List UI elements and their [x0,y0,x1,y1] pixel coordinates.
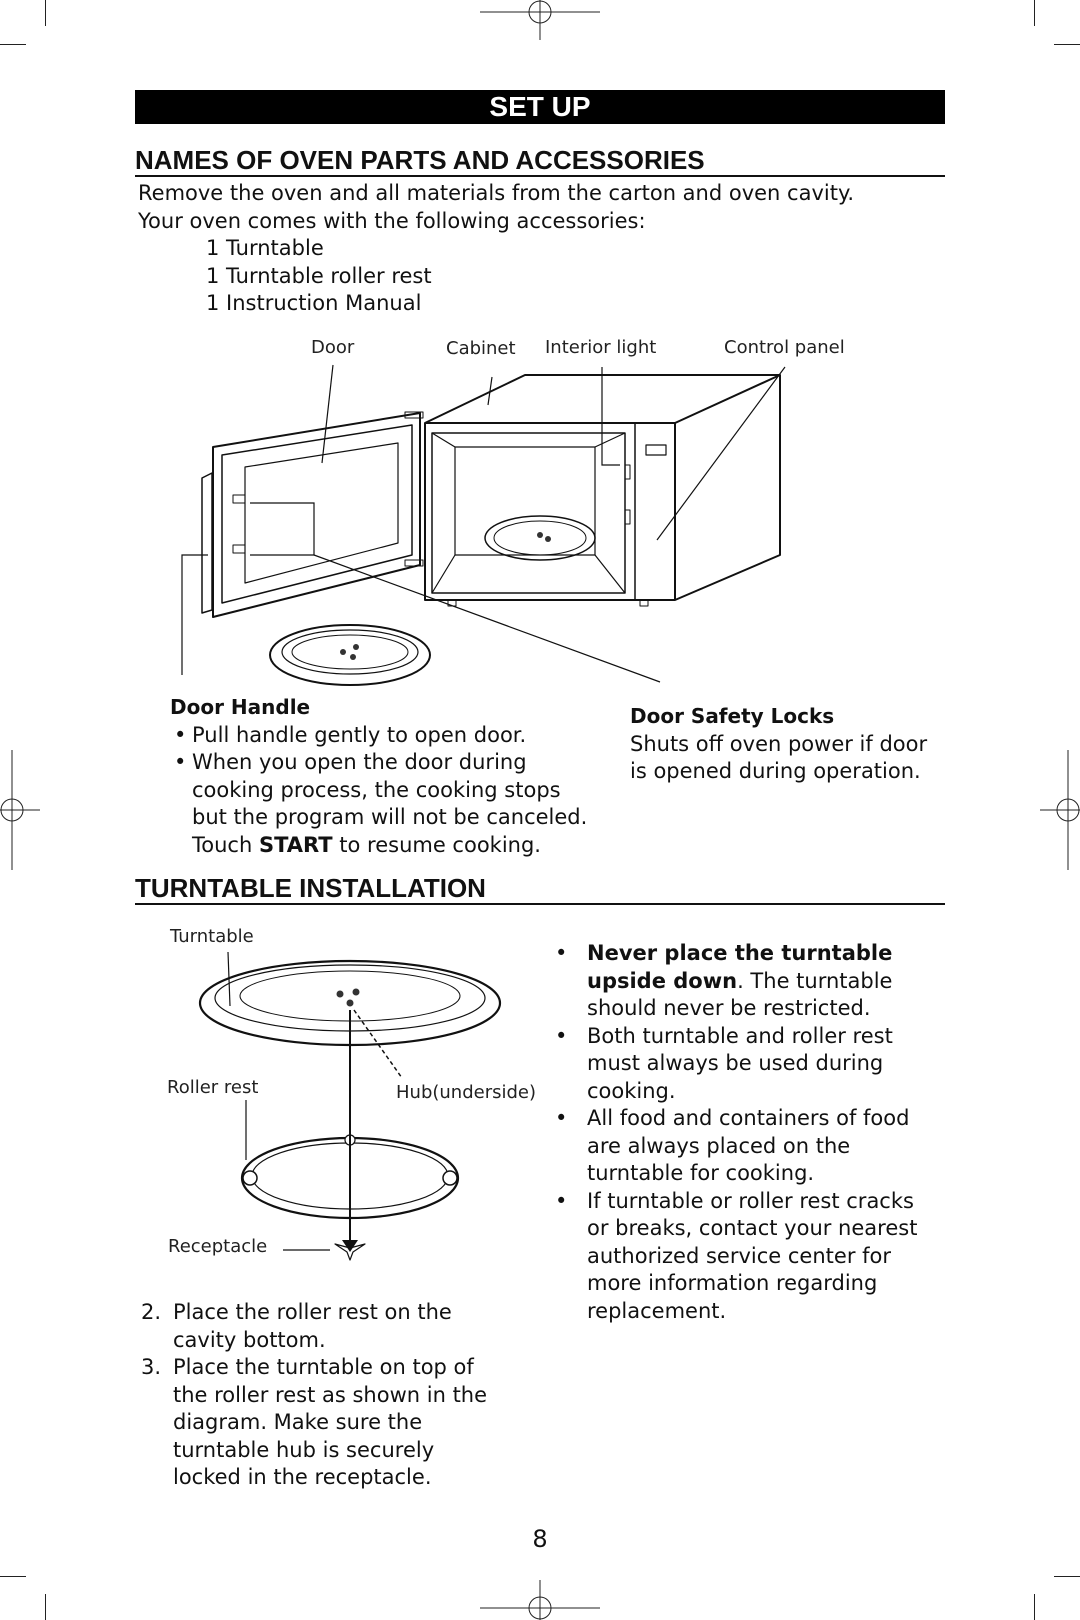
intro-text: Remove the oven and all materials from t… [138,180,958,318]
door-handle-list: Pull handle gently to open door. When yo… [170,722,610,860]
label-receptacle: Receptacle [168,1236,268,1257]
bullet-text: Both turntable and roller rest [587,1023,893,1048]
door-safety-title: Door Safety Locks [630,704,835,728]
label-roller-rest: Roller rest [167,1077,259,1098]
label-control-panel: Control panel [724,337,845,358]
step-text: Place the turntable on top of [173,1355,474,1379]
door-handle-title: Door Handle [170,695,311,719]
registration-mark-right [1040,750,1080,870]
bullet-text: If turntable or roller rest cracks [587,1188,914,1213]
list-item: If turntable or roller rest cracks or br… [553,1188,953,1326]
label-turntable: Turntable [170,926,254,947]
step-number: 3. [141,1355,162,1379]
bullet-text: All food and containers of food [587,1106,910,1130]
installation-steps: 2. Place the roller rest on the cavity b… [141,1299,541,1492]
step-text: Place the roller rest on the [173,1300,452,1324]
accessory-item: 1 Turntable [206,236,324,260]
door-safety-block: Door Safety Locks Shuts off oven power i… [630,703,950,786]
step-text: diagram. Make sure the [173,1410,423,1434]
list-item: 3. Place the turntable on top of the rol… [141,1354,541,1492]
turntable-diagram [198,951,502,1261]
bullet-text: replacement. [587,1298,727,1323]
bullet-text: upside down [587,968,738,993]
bullet-text: Pull handle gently to open door. [192,722,527,747]
list-item: 2. Place the roller rest on the cavity b… [141,1299,541,1354]
label-interior-light: Interior light [545,337,657,358]
list-item: When you open the door during cooking pr… [170,749,610,859]
bullet-text: Never place the turntable [587,941,893,965]
bullet-text: more information regarding [587,1271,878,1295]
bullet-text: authorized service center for [587,1243,891,1268]
door-safety-text: is opened during operation. [630,759,921,783]
page-number: 8 [532,1525,548,1553]
intro-line-1: Remove the oven and all materials from t… [138,181,855,205]
bullet-text: but the program will not be canceled. [192,805,588,829]
step-text: locked in the receptacle. [173,1465,432,1489]
step-text: turntable hub is securely [173,1437,435,1462]
bullet-text: must always be used during [587,1051,884,1075]
bullet-text: or breaks, contact your nearest [587,1216,918,1240]
accessory-item: 1 Turntable roller rest [206,263,432,288]
step-text: the roller rest as shown in the [173,1382,488,1407]
oven-diagram [181,364,786,686]
step-text: cavity bottom. [173,1327,326,1352]
list-item: Never place the turntable upside down. T… [553,940,953,1023]
bullet-text: should never be restricted. [587,996,871,1020]
list-item: All food and containers of food are alwa… [553,1105,953,1188]
label-hub: Hub(underside) [396,1082,537,1103]
section-title-parts: NAMES OF OVEN PARTS AND ACCESSORIES [135,145,945,177]
label-door: Door [311,337,355,358]
bullet-text: cooking process, the cooking stops [192,777,561,802]
door-safety-text: Shuts off oven power if door [630,731,928,756]
bullet-text: turntable for cooking. [587,1161,815,1185]
section-banner: SET UP [135,90,945,124]
bullet-text: cooking. [587,1078,676,1103]
label-cabinet: Cabinet [446,338,516,359]
door-handle-block: Door Handle Pull handle gently to open d… [170,694,610,859]
step-number: 2. [141,1300,162,1324]
registration-mark-left [0,750,40,870]
accessories-list: 1 Turntable 1 Turntable roller rest 1 In… [138,235,958,318]
intro-line-2: Your oven comes with the following acces… [138,208,646,233]
registration-mark-top [480,0,600,40]
bullet-text: are always placed on the [587,1133,851,1158]
bullet-text: . The turntable [737,968,893,993]
list-item: Pull handle gently to open door. [170,722,610,750]
registration-mark-bottom [480,1580,600,1620]
bullet-text: When you open the door during [192,750,527,774]
section-title-turntable: TURNTABLE INSTALLATION [135,873,945,905]
turntable-notes: Never place the turntable upside down. T… [553,940,953,1325]
accessory-item: 1 Instruction Manual [206,291,422,315]
bullet-text: Touch START to resume cooking. [192,832,541,857]
list-item: Both turntable and roller rest must alwa… [553,1023,953,1106]
